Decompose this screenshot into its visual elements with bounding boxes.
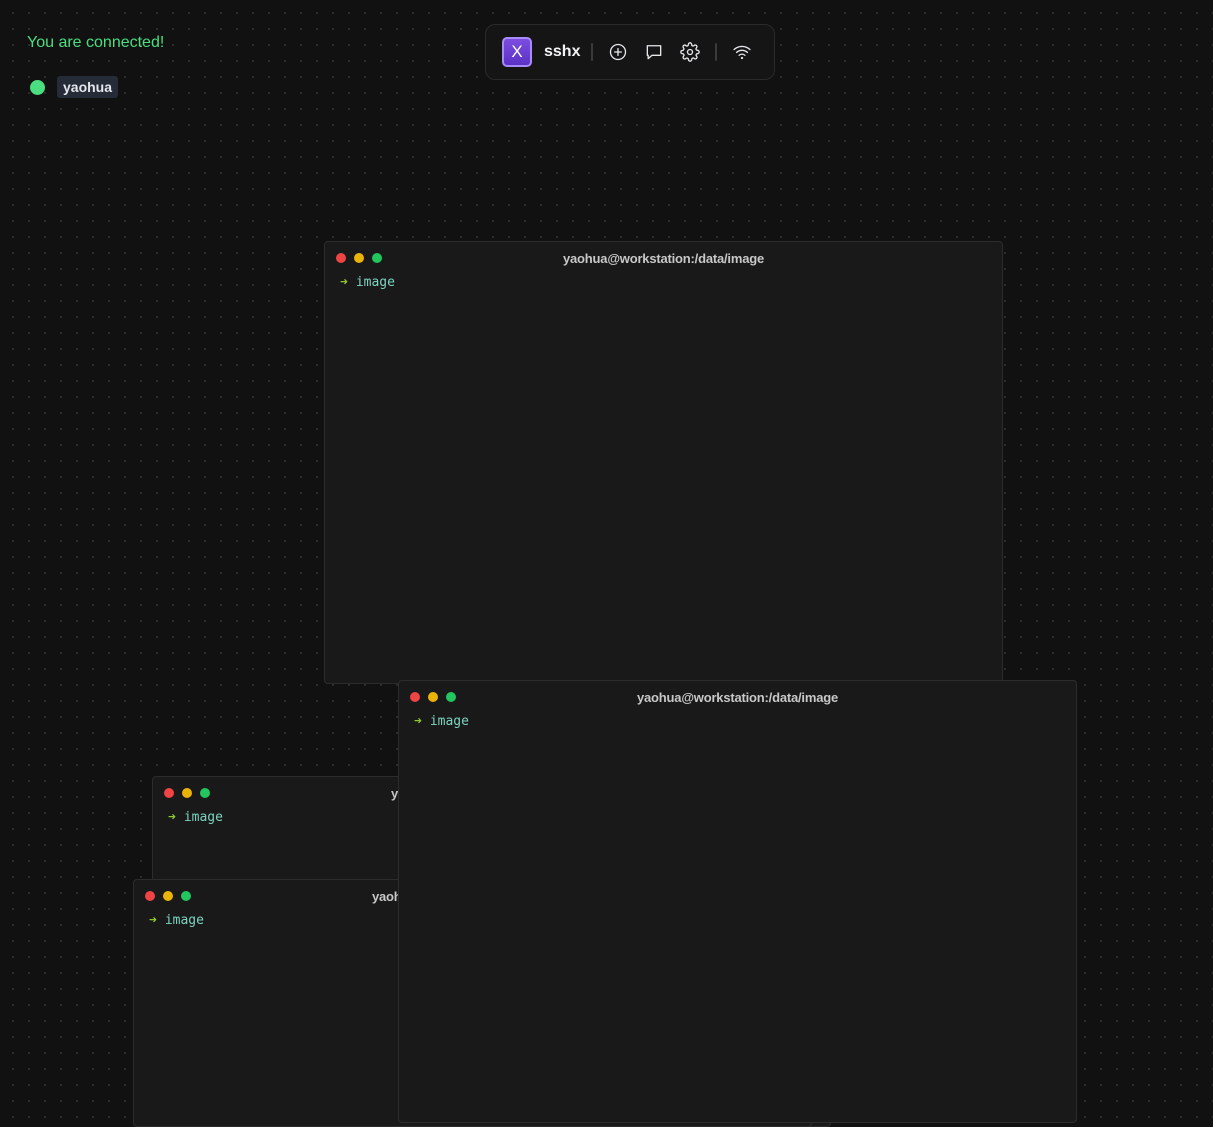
maximize-icon[interactable] <box>181 891 191 901</box>
maximize-icon[interactable] <box>200 788 210 798</box>
prompt-arrow-icon: ➜ <box>340 275 348 290</box>
close-icon[interactable] <box>336 253 346 263</box>
terminal-prompt[interactable]: ➜ image <box>325 275 1002 291</box>
new-terminal-button[interactable] <box>607 41 629 63</box>
minimize-icon[interactable] <box>354 253 364 263</box>
chat-button[interactable] <box>643 41 665 63</box>
prompt-arrow-icon: ➜ <box>149 913 157 928</box>
close-icon[interactable] <box>164 788 174 798</box>
prompt-cwd: image <box>183 810 223 825</box>
settings-button[interactable] <box>679 41 701 63</box>
terminal-prompt[interactable]: ➜ image <box>134 913 811 929</box>
prompt-cwd: image <box>355 275 395 290</box>
terminal-title: yaohua@workstation:/data/image <box>563 251 764 266</box>
maximize-icon[interactable] <box>372 253 382 263</box>
terminal-title: yaohua@workstation:/data/image <box>637 690 838 705</box>
prompt-cwd: image <box>164 913 204 928</box>
terminal-prompt[interactable]: ➜ image <box>399 714 1076 730</box>
connection-status: You are connected! <box>27 34 165 51</box>
app-logo: X <box>502 37 532 67</box>
toolbar: X sshx <box>485 24 775 80</box>
wifi-icon <box>733 45 751 60</box>
prompt-arrow-icon: ➜ <box>414 714 422 729</box>
maximize-icon[interactable] <box>446 692 456 702</box>
minimize-icon[interactable] <box>163 891 173 901</box>
user-list-item: yaohua <box>30 76 119 98</box>
toolbar-separator <box>715 43 717 61</box>
network-button[interactable] <box>731 41 753 63</box>
app-name: sshx <box>544 43 581 60</box>
close-icon[interactable] <box>145 891 155 901</box>
terminal-title-bar[interactable]: yaohua@workstation:/data/image <box>399 681 1076 714</box>
minimize-icon[interactable] <box>428 692 438 702</box>
user-online-indicator <box>30 79 45 95</box>
terminal-window[interactable]: yaohua@workstation:/data/image ➜ image <box>398 680 1077 1123</box>
minimize-icon[interactable] <box>182 788 192 798</box>
gear-icon <box>680 42 700 62</box>
terminal-title-bar[interactable]: yaohua@workstation:/data/image <box>325 242 1002 275</box>
user-name: yaohua <box>57 76 119 98</box>
chat-icon <box>646 45 662 60</box>
prompt-arrow-icon: ➜ <box>168 810 176 825</box>
close-icon[interactable] <box>410 692 420 702</box>
terminal-window[interactable]: yaohua@workstation:/data/image ➜ image <box>324 241 1003 684</box>
plus-circle-icon <box>609 43 627 61</box>
terminal-prompt[interactable]: ➜ image <box>153 810 830 826</box>
toolbar-separator <box>591 43 593 61</box>
prompt-cwd: image <box>429 714 469 729</box>
